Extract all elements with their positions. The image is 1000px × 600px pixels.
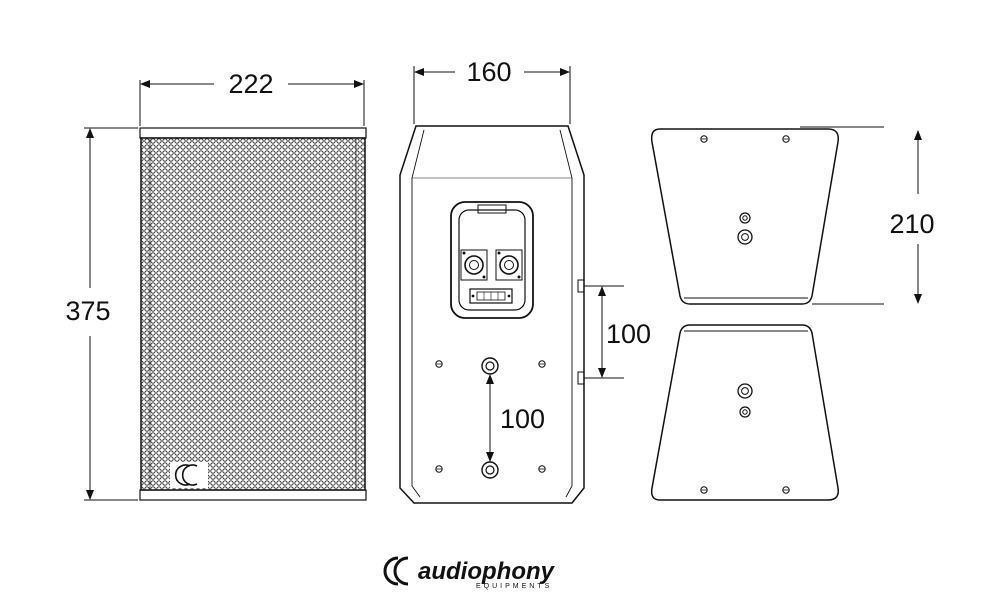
front-view <box>139 127 367 501</box>
dimension-label-bracket-height: 210 <box>889 209 934 239</box>
brand-name: audiophony <box>418 558 556 585</box>
terminal-block-icon <box>469 288 513 304</box>
dimension-bracket-spacing: 100 <box>584 285 651 379</box>
front-bottom-cap <box>139 489 367 501</box>
top-view <box>650 128 840 305</box>
dimension-mount-spacing: 100 <box>486 374 545 462</box>
front-top-cap <box>139 127 367 139</box>
top-view-outline <box>650 128 840 305</box>
dimension-label-mount-spacing: 100 <box>500 404 545 434</box>
rear-mounting-screws <box>435 360 546 473</box>
dimension-height: 375 <box>65 127 138 501</box>
dimension-bracket-height: 210 <box>800 126 935 305</box>
dimension-label-rear-width: 160 <box>466 57 511 87</box>
audiophony-logo-icon <box>383 556 409 586</box>
speakon-connector-right-icon <box>495 249 523 281</box>
dimension-label-height: 375 <box>65 296 110 326</box>
dimension-label-bracket-spacing: 100 <box>606 319 651 349</box>
bottom-view <box>650 324 840 501</box>
speakon-connector-left-icon <box>460 249 488 281</box>
bottom-view-outline <box>650 324 840 501</box>
dimension-front-width: 222 <box>139 69 365 126</box>
connector-recess <box>450 201 534 319</box>
rear-view <box>399 125 585 504</box>
brand-tagline: EQUIPMENTS <box>476 583 552 590</box>
rear-cabinet-outline <box>399 125 585 504</box>
dimension-label-front-width: 222 <box>228 69 273 99</box>
grille-logo-icon <box>170 462 208 488</box>
front-grille <box>140 137 366 491</box>
dimension-rear-width: 160 <box>413 57 571 124</box>
brand-logo: audiophony EQUIPMENTS <box>383 556 556 590</box>
